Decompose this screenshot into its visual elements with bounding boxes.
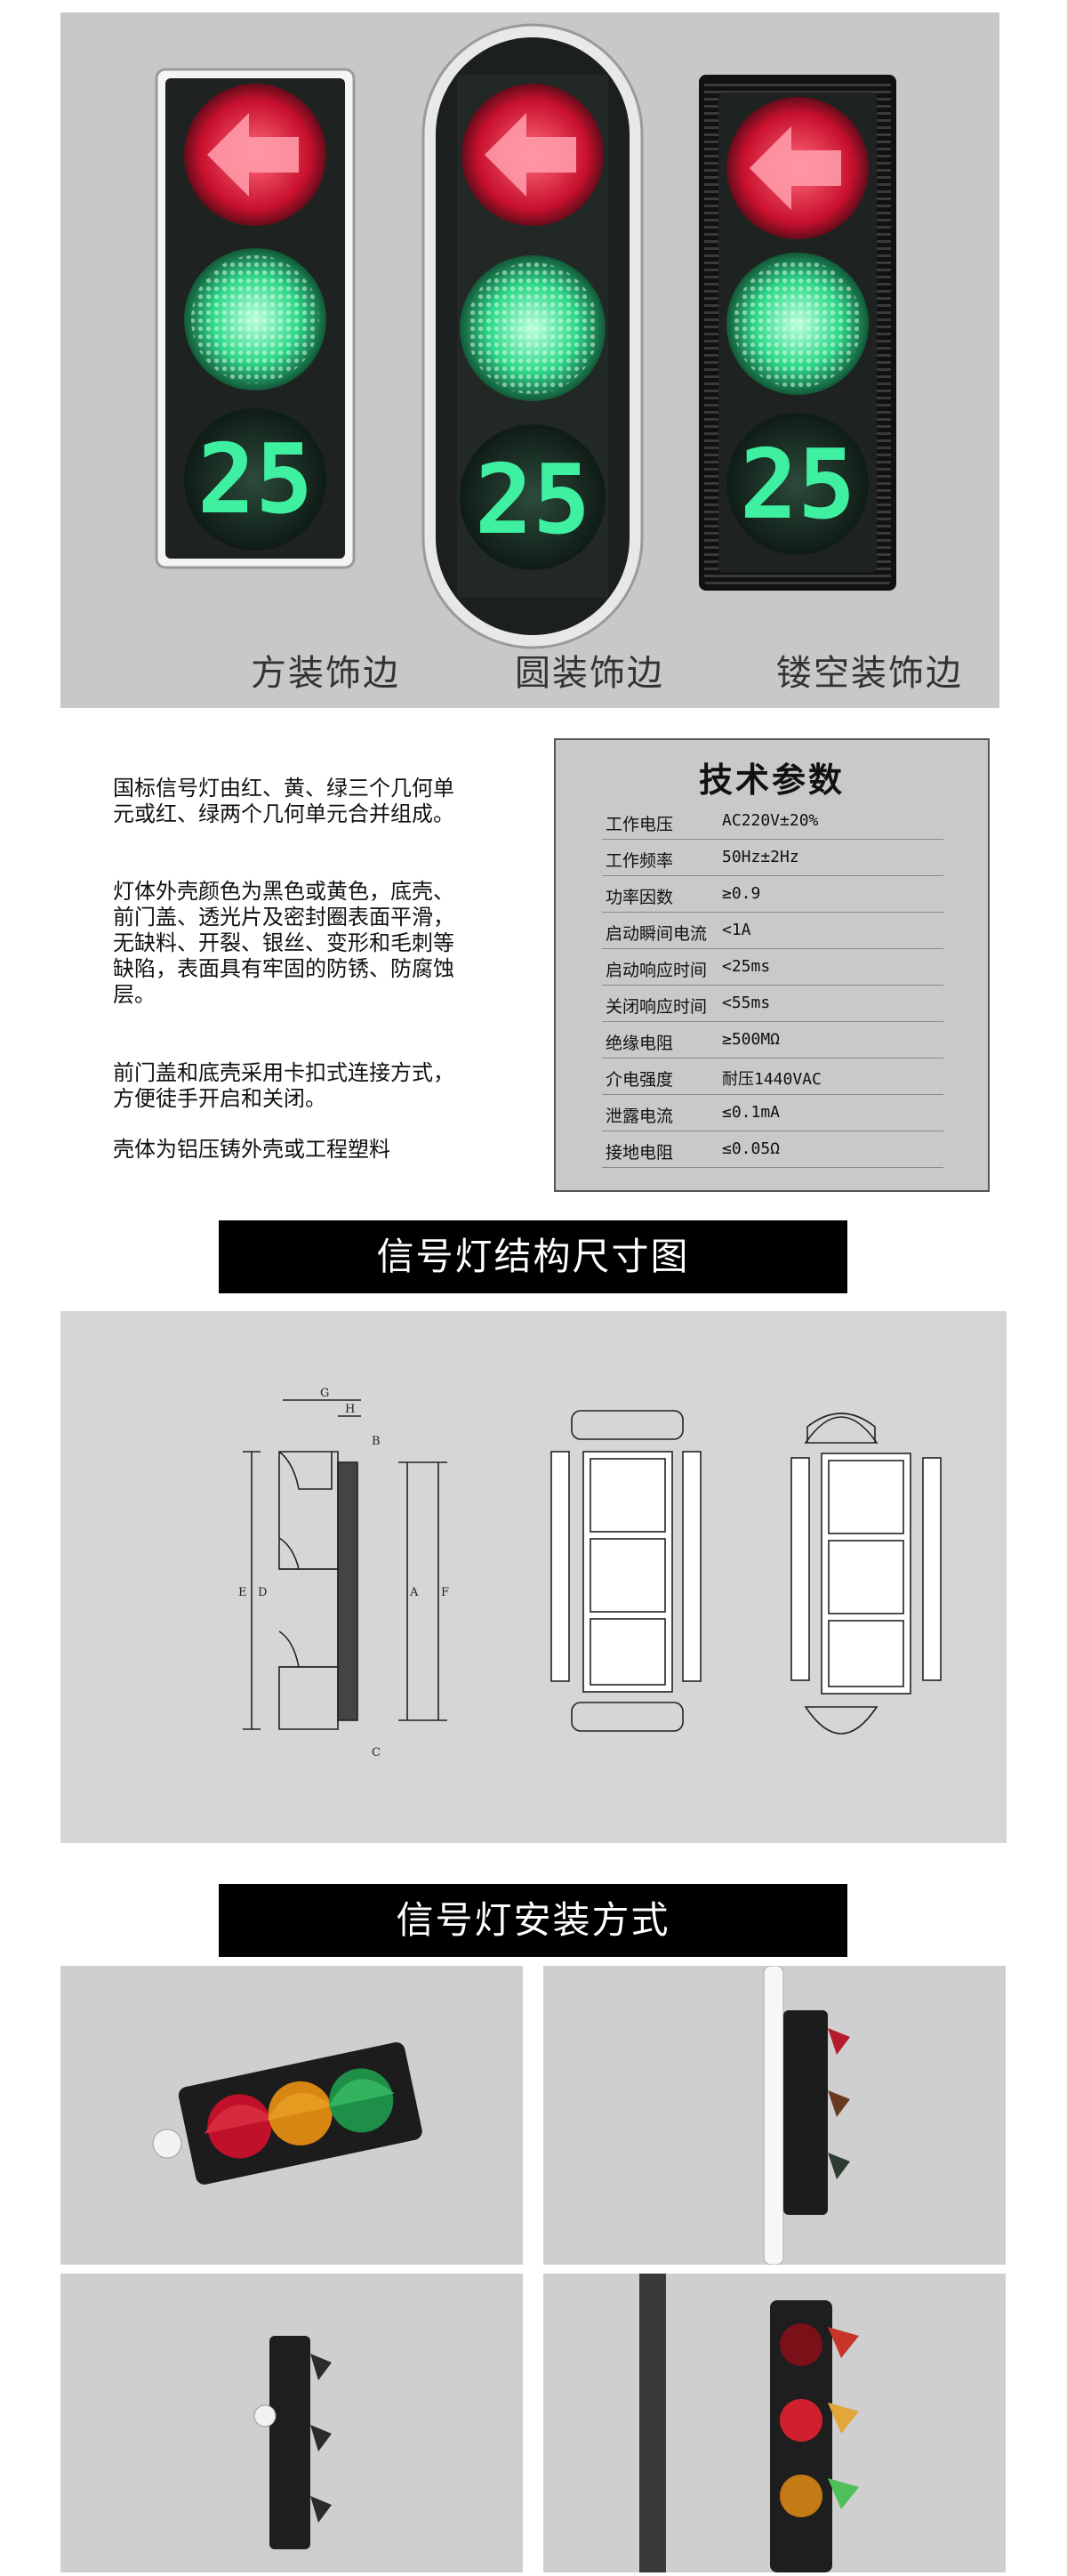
dim-label: H <box>345 1403 355 1416</box>
spec-row: 启动瞬间电流 <1A <box>602 912 943 949</box>
specs-title: 技术参数 <box>698 761 845 800</box>
spec-row: 工作频率 50Hz±2Hz <box>602 839 943 876</box>
spec-value: <25ms <box>722 957 771 976</box>
horizontal-mount-illustration <box>152 2041 422 2185</box>
countdown-display: 25 <box>475 445 590 556</box>
traffic-light-variants-illustration: 25 25 25 <box>155 23 896 649</box>
front-exploded-square-view <box>550 1410 702 1732</box>
countdown-display: 25 <box>740 430 855 541</box>
spec-value: AC220V±20% <box>722 811 819 830</box>
dim-label: G <box>320 1387 329 1400</box>
spec-key: 工作电压 <box>606 815 674 834</box>
spec-value: ≤0.1mA <box>722 1103 781 1122</box>
spec-value: <1A <box>722 921 751 939</box>
spec-key: 关闭响应时间 <box>606 997 708 1017</box>
spec-row: 功率因数 ≥0.9 <box>602 875 943 913</box>
spec-key: 启动瞬间电流 <box>606 924 708 944</box>
front-exploded-round-view <box>790 1413 942 1735</box>
technical-specs-panel: 技术参数 工作电压 AC220V±20% 工作频率 50Hz±2Hz 功率因数 ≥0.… <box>554 738 990 1192</box>
dim-label: D <box>258 1586 267 1599</box>
intro-paragraph-composition: 国标信号灯由红、黄、绿三个几何单元或红、绿两个几何单元合并组成。 <box>113 776 454 826</box>
spec-value: <55ms <box>722 994 771 1012</box>
install-photo-pole-side <box>543 1965 1006 2266</box>
variant-label-square: 方装饰边 <box>251 653 400 694</box>
spec-row: 泄露电流 ≤0.1mA <box>602 1094 943 1131</box>
install-photo-horizontal <box>60 1966 523 2265</box>
variant-label-hollow: 镂空装饰边 <box>776 653 963 694</box>
side-profile-view: G H B E D A F C <box>238 1387 449 1759</box>
product-variants-panel: 25 25 25 方装饰边 圆装饰边 镂空装饰边 <box>60 12 999 708</box>
countdown-display: 25 <box>197 424 313 535</box>
spec-row: 介电强度 耐压1440VAC <box>602 1058 943 1095</box>
bracket-mount-illustration <box>253 2336 332 2549</box>
intro-paragraph-housing: 灯体外壳颜色为黑色或黄色，底壳、前门盖、透光片及密封圈表面平滑，无缺料、开裂、银… <box>113 879 454 1007</box>
spec-row: 接地电阻 ≤0.05Ω <box>602 1131 943 1168</box>
install-photo-bracket <box>60 2274 523 2572</box>
dim-label: B <box>372 1435 381 1448</box>
spec-row: 绝缘电阻 ≥500MΩ <box>602 1021 943 1059</box>
post-mount-illustration <box>639 2274 859 2572</box>
dim-label: A <box>409 1586 419 1599</box>
spec-row: 启动响应时间 <25ms <box>602 948 943 986</box>
spec-key: 工作频率 <box>606 851 674 871</box>
variant-square-frame: 25 <box>155 68 356 569</box>
spec-value: ≥500MΩ <box>722 1030 781 1049</box>
spec-key: 泄露电流 <box>606 1107 674 1126</box>
spec-key: 启动响应时间 <box>606 961 708 980</box>
dimension-drawing-svg: G H B E D A F C <box>238 1387 942 1759</box>
intro-paragraph-material: 壳体为铝压铸外壳或工程塑料 <box>113 1137 390 1162</box>
dim-label: C <box>372 1746 381 1759</box>
spec-row: 关闭响应时间 <55ms <box>602 985 943 1022</box>
spec-key: 绝缘电阻 <box>606 1034 674 1053</box>
pole-side-mount-illustration <box>763 1965 850 2266</box>
intro-paragraph-door: 前门盖和底壳采用卡扣式连接方式，方便徒手开启和关闭。 <box>113 1060 454 1111</box>
spec-value: 耐压1440VAC <box>722 1070 822 1089</box>
spec-row: 工作电压 AC220V±20% <box>602 802 943 840</box>
section-title-structure: 信号灯结构尺寸图 <box>219 1220 847 1293</box>
install-photo-post <box>543 2274 1006 2572</box>
section-title-install: 信号灯安装方式 <box>219 1884 847 1957</box>
spec-value: 50Hz±2Hz <box>722 848 799 866</box>
spec-value: ≤0.05Ω <box>722 1139 781 1158</box>
spec-value: ≥0.9 <box>722 884 761 903</box>
spec-key: 介电强度 <box>606 1070 674 1090</box>
variant-hollow-frame: 25 <box>699 75 896 591</box>
spec-key: 接地电阻 <box>606 1143 674 1163</box>
variant-label-round: 圆装饰边 <box>515 653 664 694</box>
spec-key: 功率因数 <box>606 888 674 907</box>
structure-dimension-drawing: G H B E D A F C <box>60 1311 1007 1843</box>
variant-round-frame: 25 <box>421 23 644 649</box>
dim-label: E <box>238 1586 247 1599</box>
dim-label: F <box>441 1586 449 1599</box>
